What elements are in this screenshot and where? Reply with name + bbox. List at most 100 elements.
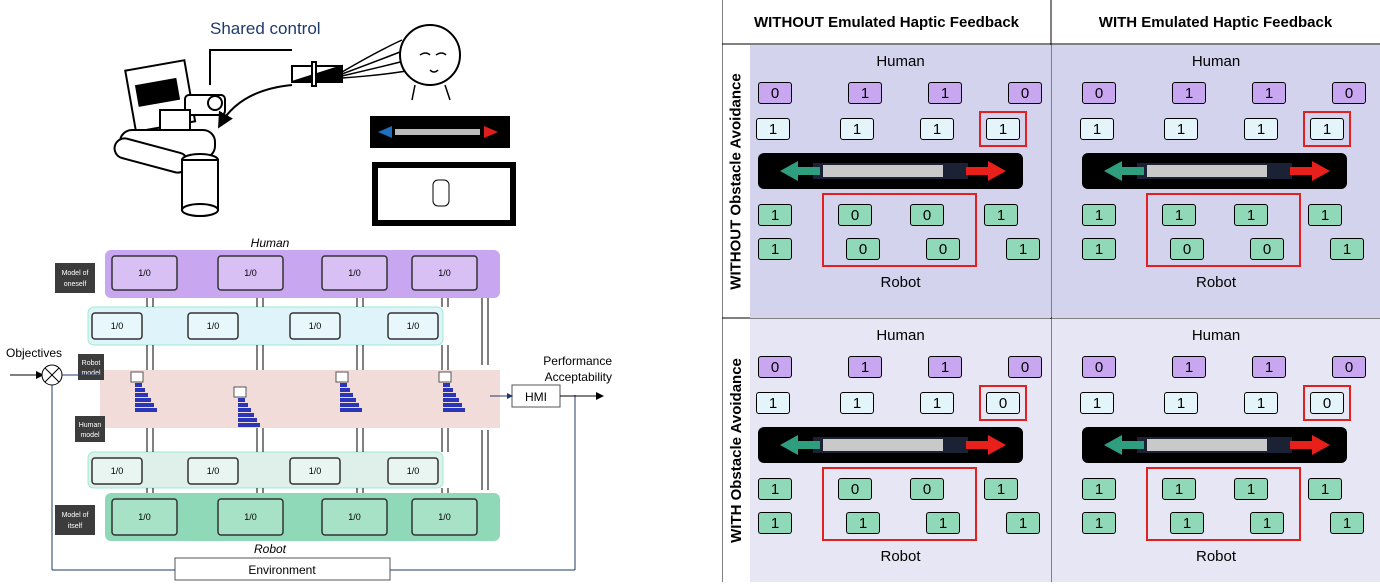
robot-value-box: 0 xyxy=(1250,238,1284,260)
decision-step xyxy=(443,383,450,387)
robot-band-label: Robot xyxy=(254,542,287,556)
robot-model-value-box: 1 xyxy=(1234,204,1268,226)
matrix-grid-lines xyxy=(722,0,1380,582)
model-value-box: 0 xyxy=(1310,392,1344,414)
human-model-cell-value: 1/0 xyxy=(309,466,322,476)
human-label: Human xyxy=(1191,327,1241,344)
robot-label: Robot xyxy=(880,548,921,565)
decision-step xyxy=(135,393,148,397)
haptic-slider xyxy=(1082,153,1347,189)
decision-step xyxy=(443,398,459,402)
model-of-itself-label-2: itself xyxy=(68,523,82,530)
human-model-label-2: model xyxy=(80,432,100,439)
robot-illustration xyxy=(113,24,461,217)
human-model-cell xyxy=(289,457,341,485)
human-cell-value: 1/0 xyxy=(244,268,257,278)
haptic-slider xyxy=(758,153,1023,189)
human-value-box: 1 xyxy=(1172,82,1206,104)
haptic-slider xyxy=(758,427,1023,463)
robot-cell-value: 1/0 xyxy=(244,512,257,522)
model-value-box: 1 xyxy=(1080,392,1114,414)
model-value-box: 1 xyxy=(1310,118,1344,140)
decision-step xyxy=(135,403,154,407)
highlight-robot-boxes xyxy=(822,467,977,541)
human-value-box: 0 xyxy=(1332,356,1366,378)
model-value-box: 1 xyxy=(920,392,954,414)
decision-node xyxy=(233,386,247,398)
highlight-model-box xyxy=(1303,385,1351,421)
human-value-box: 0 xyxy=(1332,82,1366,104)
decision-node xyxy=(335,371,349,383)
robot-model-value-box: 1 xyxy=(1162,478,1196,500)
highlight-model-box xyxy=(979,111,1027,147)
human-value-box: 1 xyxy=(1172,356,1206,378)
decision-step xyxy=(443,393,456,397)
robot-model-value-box: 1 xyxy=(1234,478,1268,500)
decision-step xyxy=(135,398,151,402)
model-of-oneself-label: Model of xyxy=(62,270,89,277)
robot-value-box: 1 xyxy=(758,512,792,534)
performance-label: Performance xyxy=(543,354,612,368)
robot-label: Robot xyxy=(880,274,921,291)
robot-cell-value: 1/0 xyxy=(138,512,151,522)
model-value-box: 1 xyxy=(756,392,790,414)
decision-step xyxy=(340,398,356,402)
robot-value-box: 1 xyxy=(758,238,792,260)
human-cell xyxy=(321,255,388,291)
robot-value-box: 1 xyxy=(926,512,960,534)
model-value-box: 0 xyxy=(986,392,1020,414)
human-model-cell xyxy=(387,457,439,485)
robot-model-band xyxy=(87,306,444,346)
human-value-box: 0 xyxy=(758,82,792,104)
robot-model-value-box: 1 xyxy=(984,204,1018,226)
decision-step xyxy=(238,408,251,412)
decision-step xyxy=(340,393,353,397)
human-value-box: 1 xyxy=(848,356,882,378)
robot-value-box: 0 xyxy=(846,238,880,260)
model-value-box: 1 xyxy=(1164,392,1198,414)
robot-model-label: Robot xyxy=(82,360,101,367)
robot-value-box: 1 xyxy=(1170,512,1204,534)
robot-model-value-box: 1 xyxy=(758,204,792,226)
decision-step xyxy=(238,423,260,427)
highlight-robot-boxes xyxy=(1146,193,1301,267)
decision-step xyxy=(340,388,350,392)
robot-value-box: 1 xyxy=(1082,512,1116,534)
robot-cell xyxy=(321,498,388,536)
results-matrix: WITHOUT Emulated Haptic Feedback WITH Em… xyxy=(722,0,1380,582)
human-value-box: 1 xyxy=(928,356,962,378)
robot-model-value-box: 0 xyxy=(910,204,944,226)
robot-value-box: 1 xyxy=(1082,238,1116,260)
decision-step xyxy=(443,403,462,407)
decision-step xyxy=(238,413,254,417)
decision-step xyxy=(340,383,347,387)
robot-band xyxy=(105,493,500,541)
decision-step xyxy=(135,383,142,387)
shared-control-title: Shared control xyxy=(210,19,321,38)
model-value-box: 1 xyxy=(1244,118,1278,140)
robot-model-value-box: 1 xyxy=(1308,478,1342,500)
human-value-box: 0 xyxy=(1008,82,1042,104)
human-cell-value: 1/0 xyxy=(138,268,151,278)
decision-step xyxy=(443,408,465,412)
human-band xyxy=(105,250,500,298)
robot-model-cell-value: 1/0 xyxy=(207,321,220,331)
human-label: Human xyxy=(1191,53,1241,70)
decision-step xyxy=(340,408,362,412)
human-value-box: 0 xyxy=(1082,82,1116,104)
human-value-box: 1 xyxy=(1252,356,1286,378)
human-model-cell-value: 1/0 xyxy=(407,466,420,476)
human-label: Human xyxy=(876,53,925,70)
robot-label: Robot xyxy=(1195,274,1237,291)
human-value-box: 1 xyxy=(1252,82,1286,104)
human-model-cell xyxy=(91,457,143,485)
human-model-label: Human xyxy=(79,422,102,429)
human-cell-value: 1/0 xyxy=(438,268,451,278)
robot-model-value-box: 0 xyxy=(910,478,944,500)
haptic-slider xyxy=(1082,427,1347,463)
robot-cell-value: 1/0 xyxy=(348,512,361,522)
human-value-box: 0 xyxy=(1008,356,1042,378)
robot-value-box: 0 xyxy=(926,238,960,260)
